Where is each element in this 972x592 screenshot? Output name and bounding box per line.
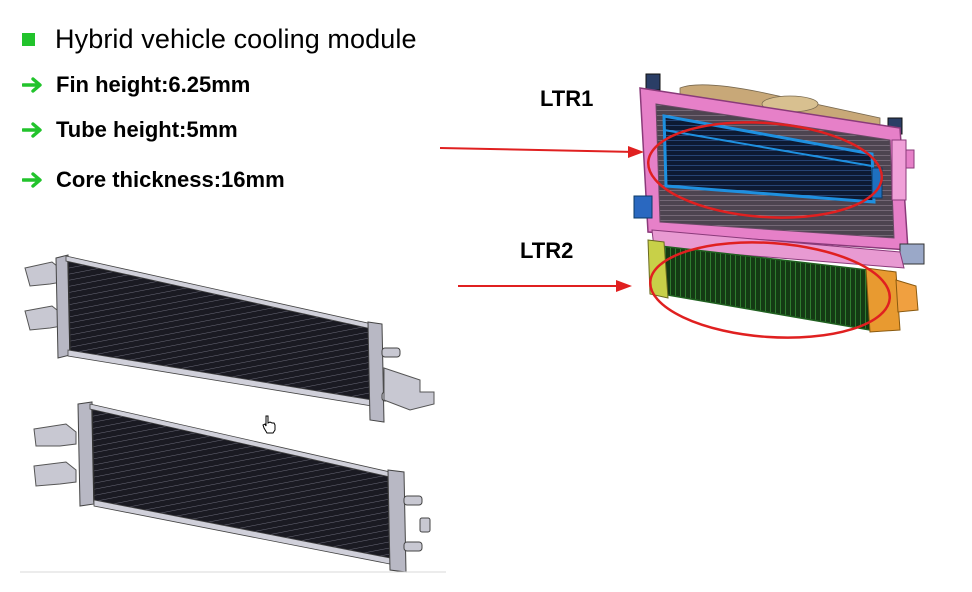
green-arrow-icon [22, 172, 42, 188]
green-arrow-icon [22, 77, 42, 93]
sub-bullet-tube-height: Tube height:5mm [22, 117, 238, 143]
main-bullet: Hybrid vehicle cooling module [22, 24, 417, 55]
ltr1-callout [439, 121, 884, 219]
green-square-icon [22, 33, 35, 46]
green-arrow-icon [22, 122, 42, 138]
ltr2-label: LTR2 [520, 238, 574, 263]
ltr2-callout [458, 241, 892, 339]
sub-bullet-text: Tube height:5mm [56, 117, 238, 142]
sub-bullet-core-thickness: Core thickness:16mm [22, 167, 285, 193]
hand-cursor-icon [262, 415, 276, 434]
radiator-ltr-upper [24, 254, 435, 423]
ltr1-label: LTR1 [540, 86, 594, 111]
sub-bullet-text: Core thickness:16mm [56, 167, 285, 192]
main-bullet-text: Hybrid vehicle cooling module [55, 24, 417, 54]
sub-bullet-fin-height: Fin height:6.25mm [22, 72, 250, 98]
cooling-module [633, 73, 925, 333]
sub-bullet-text: Fin height:6.25mm [56, 72, 251, 97]
radiator-ltr-lower [33, 401, 431, 573]
